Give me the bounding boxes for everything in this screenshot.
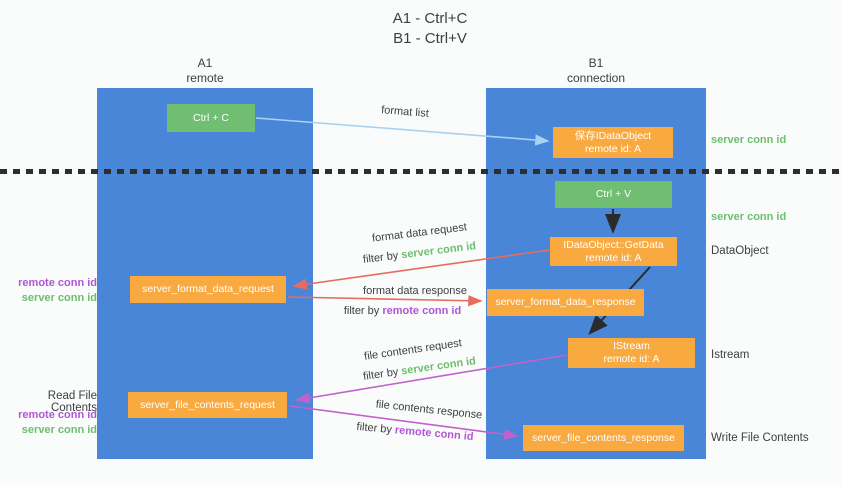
lane-a1-id: A1: [197, 56, 213, 70]
server-format-data-request-label: server_format_data_request: [142, 283, 274, 295]
node-server-format-data-request: server_format_data_request: [130, 276, 286, 303]
copy-paste-divider-line: [0, 169, 842, 174]
arrow-format-data-response: [287, 295, 483, 307]
title-line-2: B1 - Ctrl+V: [393, 30, 467, 47]
node-ctrl-v: Ctrl + V: [555, 181, 672, 208]
server-conn-id-text: server conn id: [400, 240, 477, 262]
filter-by-text: filter by: [362, 249, 399, 266]
write-file-contents-label: Write File Contents: [711, 432, 809, 444]
server-conn-id-label: server conn id: [21, 424, 97, 436]
getdata-line2: remote id: A: [585, 251, 642, 264]
istream-label: Istream: [711, 349, 750, 361]
istream-line1: IStream: [613, 340, 650, 352]
ctrl-v-label: Ctrl + V: [595, 188, 632, 200]
ctrl-c-label: Ctrl + C: [193, 111, 229, 124]
node-save-dataobject: 保存IDataObject remote id: A: [553, 127, 673, 158]
server-conn-id-label-mid: server conn id: [711, 211, 787, 223]
read-file-contents-label: Read File Contents: [47, 390, 97, 414]
save-dataobject-line1: 保存IDataObject: [574, 129, 652, 142]
node-server-format-data-response: server_format_data_response: [487, 289, 644, 316]
dataobject-label: DataObject: [711, 245, 769, 257]
server-conn-id-label-top: server conn id: [711, 134, 787, 146]
server-conn-id-label: server conn id: [21, 292, 97, 304]
lane-header-b1: B1 connection: [486, 56, 706, 86]
lane-a1-subtitle: remote: [186, 71, 224, 85]
save-dataobject-line2: remote id: A: [584, 142, 642, 155]
lane-header-a1: A1 remote: [97, 56, 313, 86]
label-filter-by-remote-conn-id-2: filter by remote conn id: [350, 420, 481, 443]
lane-b1-subtitle: connection: [566, 71, 626, 85]
server-conn-id-text: server conn id: [400, 355, 477, 378]
node-server-file-contents-response: server_file_contents_response: [523, 425, 684, 451]
node-istream: IStream remote id: A: [568, 338, 695, 368]
lane-b1-id: B1: [588, 56, 604, 70]
getdata-line1: IDataObject::GetData: [563, 238, 664, 251]
node-server-file-contents-request: server_file_contents_request: [128, 392, 287, 418]
node-idataobject-getdata: IDataObject::GetData remote id: A: [550, 237, 677, 266]
server-format-data-response-label: server_format_data_response: [495, 296, 636, 308]
remote-conn-id-label: remote conn id: [18, 277, 97, 289]
server-file-contents-request-label: server_file_contents_request: [140, 398, 275, 411]
title-line-1: A1 - Ctrl+C: [392, 10, 468, 27]
filter-by-text: filter by: [356, 420, 393, 436]
left-margin-format-conn-ids: remote conn id server conn id: [0, 276, 97, 306]
diagram-title: A1 - Ctrl+C B1 - Ctrl+V: [300, 9, 560, 49]
istream-line2: remote id: A: [603, 353, 660, 365]
label-filter-by-remote-conn-id-1: filter by remote conn id: [340, 305, 465, 317]
node-ctrl-c: Ctrl + C: [167, 104, 255, 132]
remote-conn-id-text: remote conn id: [382, 305, 462, 317]
filter-by-text: filter by: [362, 366, 400, 383]
left-margin-file-conn-ids: remote conn id server conn id: [0, 408, 97, 438]
server-file-contents-response-label: server_file_contents_response: [531, 431, 675, 444]
remote-conn-id-label: remote conn id: [18, 409, 97, 421]
label-file-contents-response: file contents response: [375, 398, 483, 422]
filter-by-text: filter by: [343, 305, 380, 317]
label-format-list: format list: [380, 104, 430, 120]
label-format-data-response: format data response: [363, 285, 467, 297]
remote-conn-id-text: remote conn id: [394, 424, 474, 444]
